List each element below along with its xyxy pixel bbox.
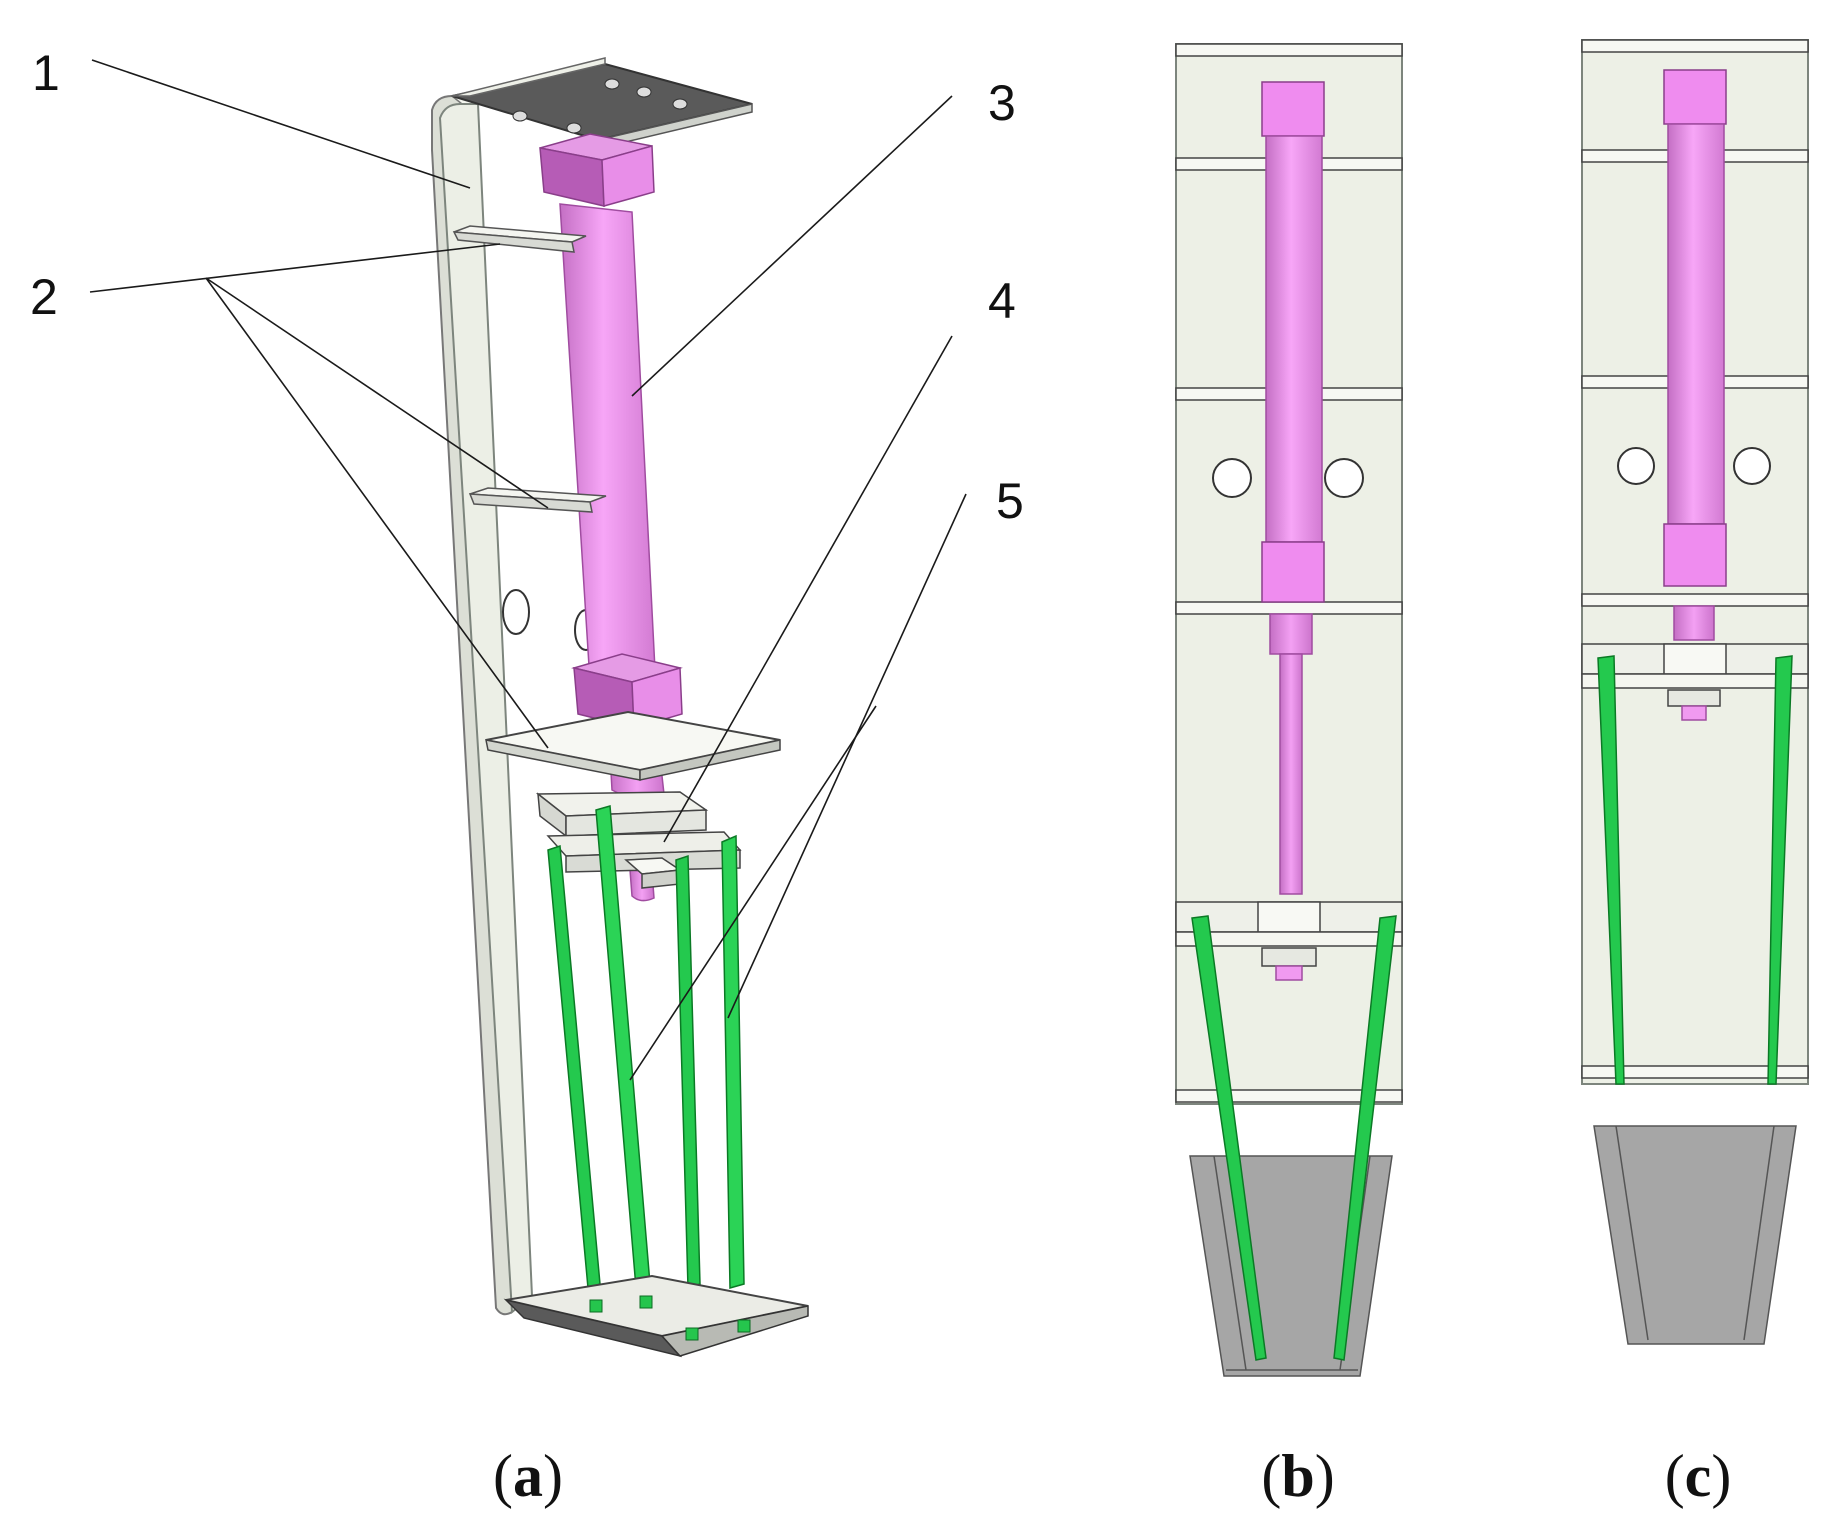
- top-mount-plate: [451, 57, 753, 149]
- flexible-fingers: [547, 805, 745, 1290]
- leader-lines: [89, 59, 967, 1081]
- frame-hole-right-b: [1324, 458, 1364, 498]
- caption-a: (a): [493, 1443, 563, 1509]
- finger-holder-block-c: [1581, 643, 1809, 721]
- callout-1: 1: [32, 45, 60, 101]
- frame-hole-left-b: [1212, 458, 1252, 498]
- caption-c: (c): [1665, 1443, 1732, 1509]
- frame-hole-right-c: [1733, 447, 1771, 485]
- flexible-fingers-b: [1191, 915, 1397, 1361]
- pneumatic-cylinder-c: [1663, 69, 1727, 641]
- frame-hole-left: [502, 589, 530, 635]
- panel-c-front-view-retracted: (c): [1581, 39, 1809, 1509]
- bottom-mount-plate: [503, 1274, 809, 1358]
- grasp-cup-c: [1593, 1125, 1797, 1345]
- pneumatic-cylinder-b: [1261, 81, 1325, 895]
- callout-4: 4: [988, 273, 1016, 329]
- caption-b: (b): [1261, 1443, 1334, 1509]
- panel-b-front-view-extended: (b): [1175, 43, 1403, 1509]
- finger-holder-block-b: [1175, 901, 1403, 981]
- panel-a-isometric-view: 1 2 3 4 5 (a): [30, 45, 1024, 1509]
- callout-5: 5: [996, 473, 1024, 529]
- callout-3: 3: [988, 75, 1016, 131]
- callout-2: 2: [30, 269, 58, 325]
- frame-hole-left-c: [1617, 447, 1655, 485]
- flexible-fingers-c: [1597, 655, 1793, 1085]
